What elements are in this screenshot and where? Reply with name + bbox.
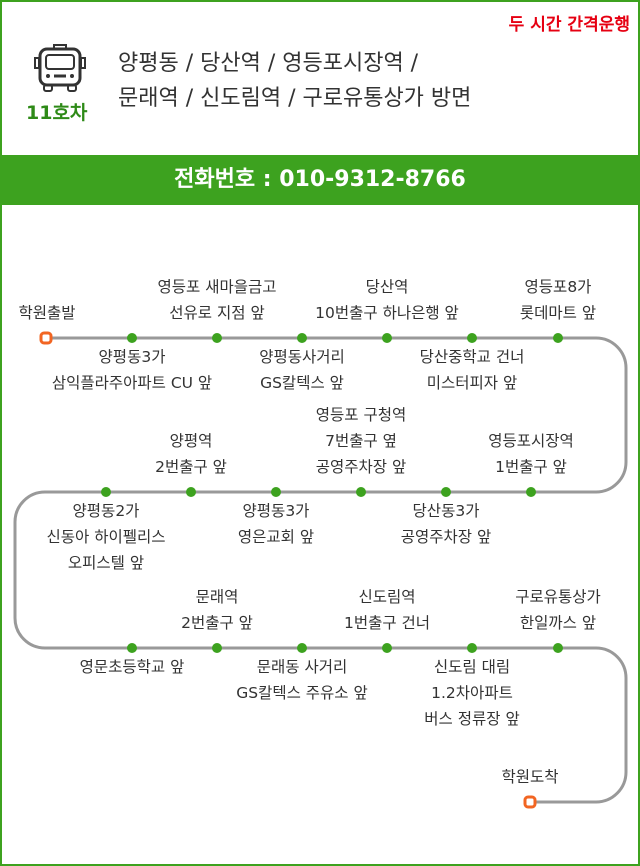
stop-label-line: 1번출구 건너 [343,614,431,632]
stop-label-line: 영등포 구청역 [315,406,407,424]
stop-label-line: 2번출구 앞 [155,458,227,476]
stop-dot [186,487,196,497]
stop-label-line: 2번출구 앞 [181,614,253,632]
stop-label-line: 문래동 사거리 [256,658,348,676]
interval-notice: 두 시간 간격운행 [508,15,630,35]
stop-label-line: 버스 정류장 앞 [424,710,520,728]
stop-dot [526,487,536,497]
start-marker [39,331,53,345]
route-summary: 양평동 / 당산역 / 영등포시장역 / 문래역 / 신도림역 / 구로유통상가… [118,46,471,116]
stop-label-line: 롯데마트 앞 [519,304,597,322]
stop-label: 당산역 10번출구 하나은행 앞 [315,274,459,326]
stop-dot [441,487,451,497]
stop-label-line: 신도림역 [358,588,416,606]
bus-number: 11호차 [26,102,88,124]
stop-dot [467,333,477,343]
stop-label-line: 1번출구 앞 [495,458,567,476]
stop-label-line: 양평동3가 [242,502,310,520]
stop-dot [297,643,307,653]
stop-label-line: 학원도착 [501,768,559,786]
end-label: 학원도착 [501,764,558,790]
stop-dot [553,333,563,343]
stop-label-line: 공영주차장 앞 [315,458,407,476]
stop-label-line: 학원출발 [18,304,76,322]
stop-label-line: 영등포 새마을금고 [157,278,277,296]
stop-label: 영문초등학교 앞 [80,654,185,680]
stop-label-line: 오피스텔 앞 [67,554,145,572]
stop-label-line: 7번출구 옆 [325,432,397,450]
stop-dot [101,487,111,497]
stop-label-line: 양평동사거리 [259,348,345,366]
stop-label-line: 문래역 [195,588,239,606]
stop-dot [297,333,307,343]
stop-label-line: GS칼텍스 주유소 앞 [236,684,368,702]
stop-label-line: 공영주차장 앞 [400,528,492,546]
phone-banner: 전화번호 : 010-9312-8766 [0,155,640,205]
route-line: 문래역 / 신도림역 / 구로유통상가 방면 [118,86,472,111]
stop-dot [127,643,137,653]
stop-label-line: 당산동3가 [412,502,480,520]
stop-label-line: 신도림 대림 [433,658,511,676]
stop-dot [382,643,392,653]
stop-label: 양평동사거리 GS칼텍스 앞 [259,344,345,396]
stop-label: 문래역 2번출구 앞 [181,584,253,636]
stop-dot [382,333,392,343]
stop-label: 문래동 사거리 GS칼텍스 주유소 앞 [236,654,368,706]
start-label: 학원출발 [18,300,75,326]
stop-label-line: 삼익플라주아파트 CU 앞 [51,374,213,392]
stop-label-line: 한일까스 앞 [519,614,597,632]
stop-label-line: 10번출구 하나은행 앞 [315,304,459,322]
stop-label-line: 구로유통상가 [515,588,601,606]
stop-label-line: 영은교회 앞 [237,528,315,546]
stop-dot [271,487,281,497]
stop-dot [212,333,222,343]
stop-label-line: 영등포8가 [524,278,592,296]
stop-label-line: 양평동2가 [72,502,140,520]
stop-label-line: 당산중학교 건너 [419,348,525,366]
stop-label-line: 영등포시장역 [488,432,574,450]
stop-label-line: GS칼텍스 앞 [260,374,344,392]
route-line: 양평동 / 당산역 / 영등포시장역 / [118,51,419,76]
stop-dot [356,487,366,497]
stop-dot [467,643,477,653]
stop-label: 신도림역 1번출구 건너 [344,584,430,636]
stop-label: 양평역 2번출구 앞 [155,428,227,480]
stop-dot [212,643,222,653]
stop-label-line: 신동아 하이펠리스 [46,528,166,546]
stop-label-line: 당산역 [365,278,409,296]
stop-label-line: 영문초등학교 앞 [79,658,185,676]
stop-label-line: 선유로 지점 앞 [169,304,265,322]
stop-label: 영등포시장역 1번출구 앞 [488,428,574,480]
stop-dot [553,643,563,653]
stop-label-line: 양평동3가 [98,348,166,366]
stop-label-line: 미스터피자 앞 [426,374,518,392]
stop-label-line: 1.2차아파트 [431,684,513,702]
end-marker [523,795,537,809]
bus-icon [34,44,86,92]
route-line-path [13,336,628,804]
stop-label-line: 양평역 [169,432,213,450]
stop-dot [127,333,137,343]
